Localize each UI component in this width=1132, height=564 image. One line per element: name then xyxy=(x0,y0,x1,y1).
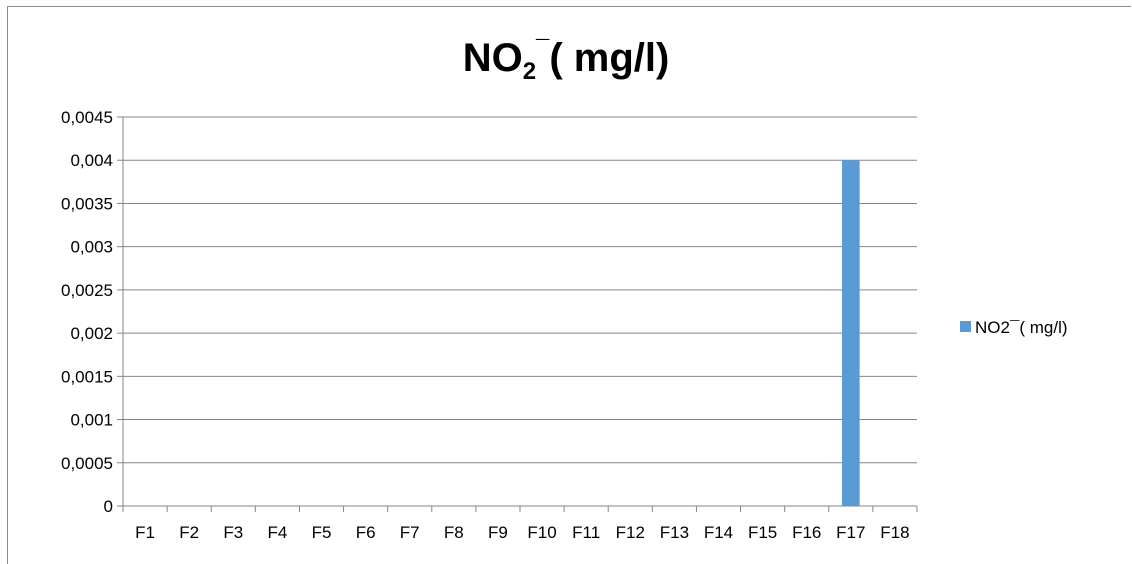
x-tick-label: F8 xyxy=(444,523,464,542)
x-tick-label: F9 xyxy=(488,523,508,542)
tick-labels: 0,0045 0,004 0,0035 0,003 0,0025 0,002 0,0015 0… xyxy=(61,108,910,542)
y-tick-label: 0,004 xyxy=(70,151,113,170)
y-tick-label: 0,0015 xyxy=(61,367,113,386)
axes xyxy=(117,116,918,512)
y-tick-label: 0,0025 xyxy=(61,281,113,300)
x-tick-label: F18 xyxy=(880,523,909,542)
y-tick-label: 0,0045 xyxy=(61,108,113,127)
y-tick-label: 0,0035 xyxy=(61,194,113,213)
x-tick-label: F2 xyxy=(179,523,199,542)
chart-title-rest: ( mg/l) xyxy=(549,36,670,80)
y-tick-label: 0,001 xyxy=(70,411,113,430)
x-tick-label: F14 xyxy=(704,523,733,542)
gridlines xyxy=(123,116,917,464)
x-tick-label: F12 xyxy=(616,523,645,542)
chart-area xyxy=(7,6,1131,564)
x-tick-label: F3 xyxy=(223,523,243,542)
x-tick-label: F15 xyxy=(748,523,777,542)
chart-title-superscript: ¯ xyxy=(536,36,550,63)
x-tick-label: F16 xyxy=(792,523,821,542)
x-tick-label: F1 xyxy=(135,523,155,542)
x-tick-label: F11 xyxy=(572,523,600,542)
bars xyxy=(842,160,860,506)
y-tick-label: 0 xyxy=(104,497,113,516)
legend-label: NO2¯( mg/l) xyxy=(975,318,1068,337)
y-tick-label: 0,002 xyxy=(70,324,113,343)
x-tick-label: F13 xyxy=(660,523,689,542)
chart-title-subscript: 2 xyxy=(522,58,537,85)
chart-title: NO2¯( mg/l) xyxy=(0,36,1132,86)
chart-title-main: NO xyxy=(462,36,523,80)
x-tick-label: F10 xyxy=(527,523,556,542)
x-tick-label: F7 xyxy=(400,523,420,542)
bar xyxy=(842,160,860,506)
y-tick-label: 0,0005 xyxy=(61,454,113,473)
y-tick-label: 0,003 xyxy=(70,238,113,257)
legend: NO2¯( mg/l) xyxy=(960,318,1068,337)
x-tick-label: F4 xyxy=(267,523,287,542)
x-tick-label: F6 xyxy=(356,523,376,542)
legend-swatch xyxy=(960,321,971,332)
x-tick-label: F5 xyxy=(312,523,332,542)
x-tick-label: F17 xyxy=(836,523,865,542)
